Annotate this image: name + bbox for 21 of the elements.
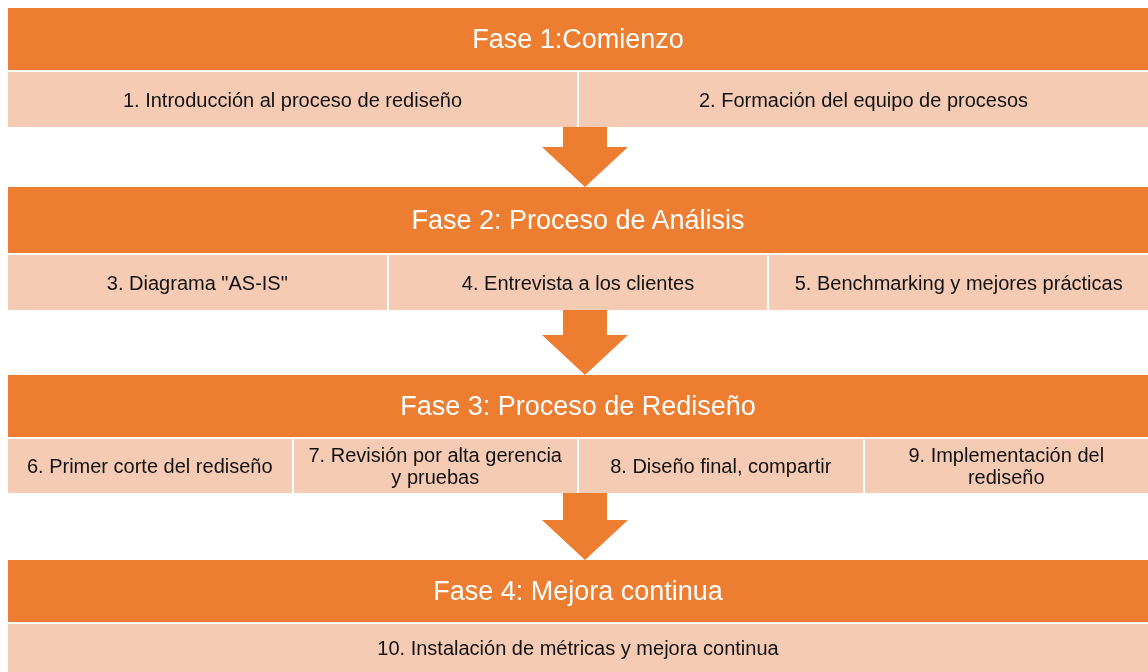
block-arrow: [542, 493, 628, 560]
step-box: 2. Formación del equipo de procesos: [579, 72, 1148, 127]
phase-panel: [8, 8, 1148, 127]
step-box: 4. Entrevista a los clientes: [388, 255, 768, 310]
block-arrow: [542, 310, 628, 375]
phase-title: Fase 2: Proceso de Análisis: [411, 204, 745, 236]
phase-title: Fase 1:Comienzo: [472, 23, 684, 55]
phase-panel: [8, 560, 1148, 672]
step-box: 9. Implementación del rediseño: [864, 439, 1148, 493]
step-box: 7. Revisión por alta gerencia y pruebas: [293, 439, 577, 493]
step-box: 1. Introducción al proceso de rediseño: [8, 72, 577, 127]
phase-title: Fase 4: Mejora continua: [433, 575, 723, 607]
step-box: 5. Benchmarking y mejores prácticas: [769, 255, 1148, 310]
block-arrow: [542, 127, 628, 187]
phase-panel: [8, 187, 1148, 310]
step-box: 10. Instalación de métricas y mejora continua: [8, 624, 1148, 672]
phase-panel: [8, 375, 1148, 493]
step-box: 8. Diseño final, compartir: [579, 439, 863, 493]
phase-title: Fase 3: Proceso de Rediseño: [400, 390, 756, 422]
step-box: 3. Diagrama "AS-IS": [8, 255, 387, 310]
step-box: 6. Primer corte del rediseño: [8, 439, 292, 493]
